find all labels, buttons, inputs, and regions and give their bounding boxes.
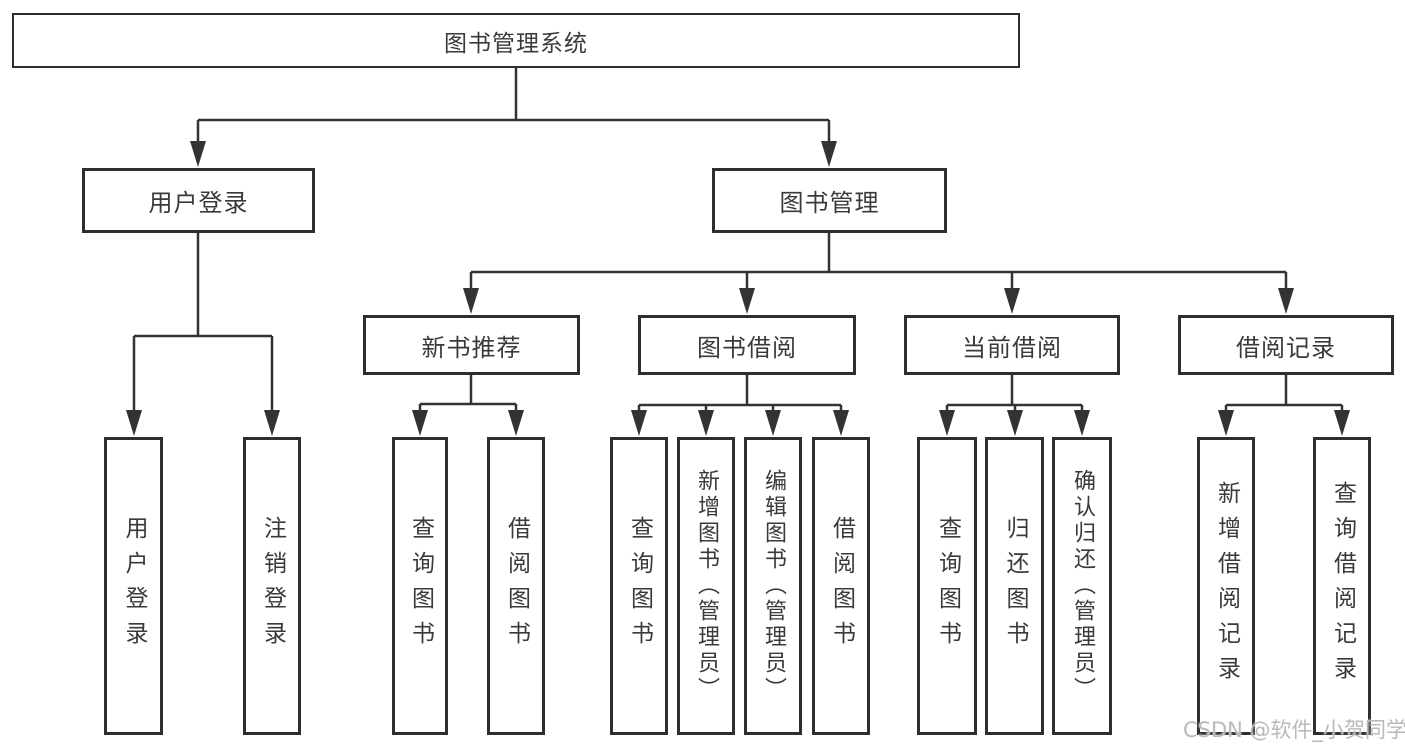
leaf-add-book-admin: 新增图书（管理员） xyxy=(677,437,735,735)
node-book-management: 图书管理 xyxy=(712,168,947,233)
csdn-watermark: CSDN @软件_小贺同学 xyxy=(1183,718,1405,742)
leaf-add-book-admin-label: 新增图书（管理员） xyxy=(694,469,719,703)
leaf-return-book: 归还图书 xyxy=(985,437,1044,735)
leaf-return-book-label: 归还图书 xyxy=(1002,516,1028,656)
node-new-book-recommend: 新书推荐 xyxy=(363,315,580,375)
leaf-query-books-borrow-label: 查询图书 xyxy=(626,516,653,656)
node-root-library-system: 图书管理系统 xyxy=(12,13,1020,68)
leaf-add-borrow-record: 新增借阅记录 xyxy=(1197,437,1255,735)
node-current-borrow: 当前借阅 xyxy=(904,315,1120,375)
arrowheads xyxy=(126,141,1350,436)
leaf-user-login-label: 用户登录 xyxy=(121,516,147,656)
leaf-edit-book-admin: 编辑图书（管理员） xyxy=(744,437,802,735)
leaf-edit-book-admin-label: 编辑图书（管理员） xyxy=(761,469,786,703)
leaf-query-books-borrow: 查询图书 xyxy=(610,437,668,735)
leaf-confirm-return-admin: 确认归还（管理员） xyxy=(1052,437,1112,735)
leaf-logout-label: 注销登录 xyxy=(259,516,286,656)
leaf-borrow-books-recommend: 借阅图书 xyxy=(487,437,545,735)
leaf-query-books-current: 查询图书 xyxy=(917,437,977,735)
node-borrow-records: 借阅记录 xyxy=(1178,315,1394,375)
node-user-login: 用户登录 xyxy=(82,168,315,233)
leaf-query-books-recommend: 查询图书 xyxy=(392,437,448,735)
leaf-borrow-books-recommend-label: 借阅图书 xyxy=(503,516,530,656)
leaf-borrow-books-label: 借阅图书 xyxy=(828,516,855,656)
leaf-user-login: 用户登录 xyxy=(104,437,163,735)
leaf-query-borrow-record: 查询借阅记录 xyxy=(1313,437,1371,735)
leaf-borrow-books: 借阅图书 xyxy=(812,437,870,735)
node-book-borrow: 图书借阅 xyxy=(638,315,856,375)
leaf-confirm-return-admin-label: 确认归还（管理员） xyxy=(1070,469,1095,703)
leaf-query-borrow-record-label: 查询借阅记录 xyxy=(1329,481,1356,691)
leaf-logout: 注销登录 xyxy=(243,437,301,735)
leaf-query-books-recommend-label: 查询图书 xyxy=(407,516,434,656)
leaf-query-books-current-label: 查询图书 xyxy=(934,516,961,656)
leaf-add-borrow-record-label: 新增借阅记录 xyxy=(1213,481,1240,691)
